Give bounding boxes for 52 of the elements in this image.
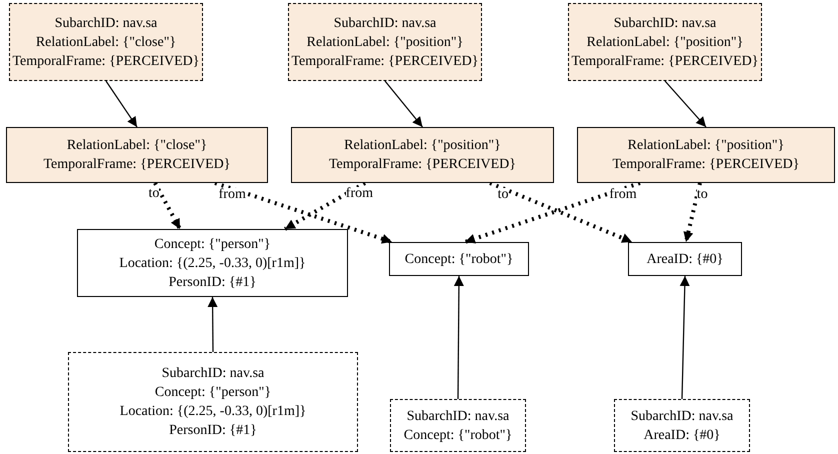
arrow [214,181,393,244]
attribute-text: RelationLabel: {"close"} [36,34,176,52]
attribute-text: SubarchID: nav.sa [54,14,158,32]
attribute-text: TemporalFrame: {PERCEIVED} [612,156,800,174]
attribute-text: RelationLabel: {"close"} [66,137,208,155]
arrow [489,181,633,244]
attribute-text: PersonID: {#1} [169,422,257,440]
relation-box [577,127,835,183]
arrow [664,80,706,128]
arrow [106,80,138,128]
attribute-text: SubarchID: nav.sa [406,408,510,426]
attribute-text: AreaID: {#0} [644,426,720,444]
source-box [568,3,762,81]
concept-box [628,242,742,276]
attribute-text: TemporalFrame: {PERCEIVED} [328,156,516,174]
attribute-text: SubarchID: nav.sa [614,14,716,32]
source-box [390,399,526,452]
attribute-text: Location: {(2.25, -0.33, 0)[r1m]} [120,403,306,421]
arrow [680,276,690,400]
source-box [614,399,750,452]
attribute-text: SubarchID: nav.sa [334,14,436,32]
attribute-text: TemporalFrame: {PERCEIVED} [571,52,759,70]
attribute-text: Location: {(2.25, -0.33, 0)[r1m]} [119,254,306,272]
attribute-text: RelationLabel: {"position"} [628,137,784,155]
arrow [454,276,464,399]
arrow [384,80,423,128]
relation-box [291,127,554,183]
attribute-text: RelationLabel: {"position"} [586,34,744,52]
attribute-text: TemporalFrame: {PERCEIVED} [12,52,200,70]
arrow [284,181,366,231]
concept-box [77,229,348,297]
attribute-text: RelationLabel: {"position"} [344,137,501,155]
attribute-text: TemporalFrame: {PERCEIVED} [43,156,231,174]
attribute-text: RelationLabel: {"position"} [306,34,464,52]
arrow [464,181,641,244]
relation-box [6,127,268,183]
attribute-text: PersonID: {#1} [168,274,256,292]
arrow [153,182,182,230]
concept-box [389,242,529,276]
source-box [9,3,203,81]
attribute-text: TemporalFrame: {PERCEIVED} [291,52,479,70]
source-box [288,3,482,81]
attribute-text: Concept: {"person"} [154,236,271,254]
arrow [683,182,702,242]
attribute-text: SubarchID: nav.sa [162,365,264,383]
source-box [68,352,358,452]
arrow [208,297,218,352]
attribute-text: SubarchID: nav.sa [630,408,734,426]
attribute-text: Concept: {"person"} [154,384,272,402]
attribute-text: Concept: {"robot"} [404,250,514,268]
attribute-text: AreaID: {#0} [646,250,724,268]
attribute-text: Concept: {"robot"} [404,426,512,444]
